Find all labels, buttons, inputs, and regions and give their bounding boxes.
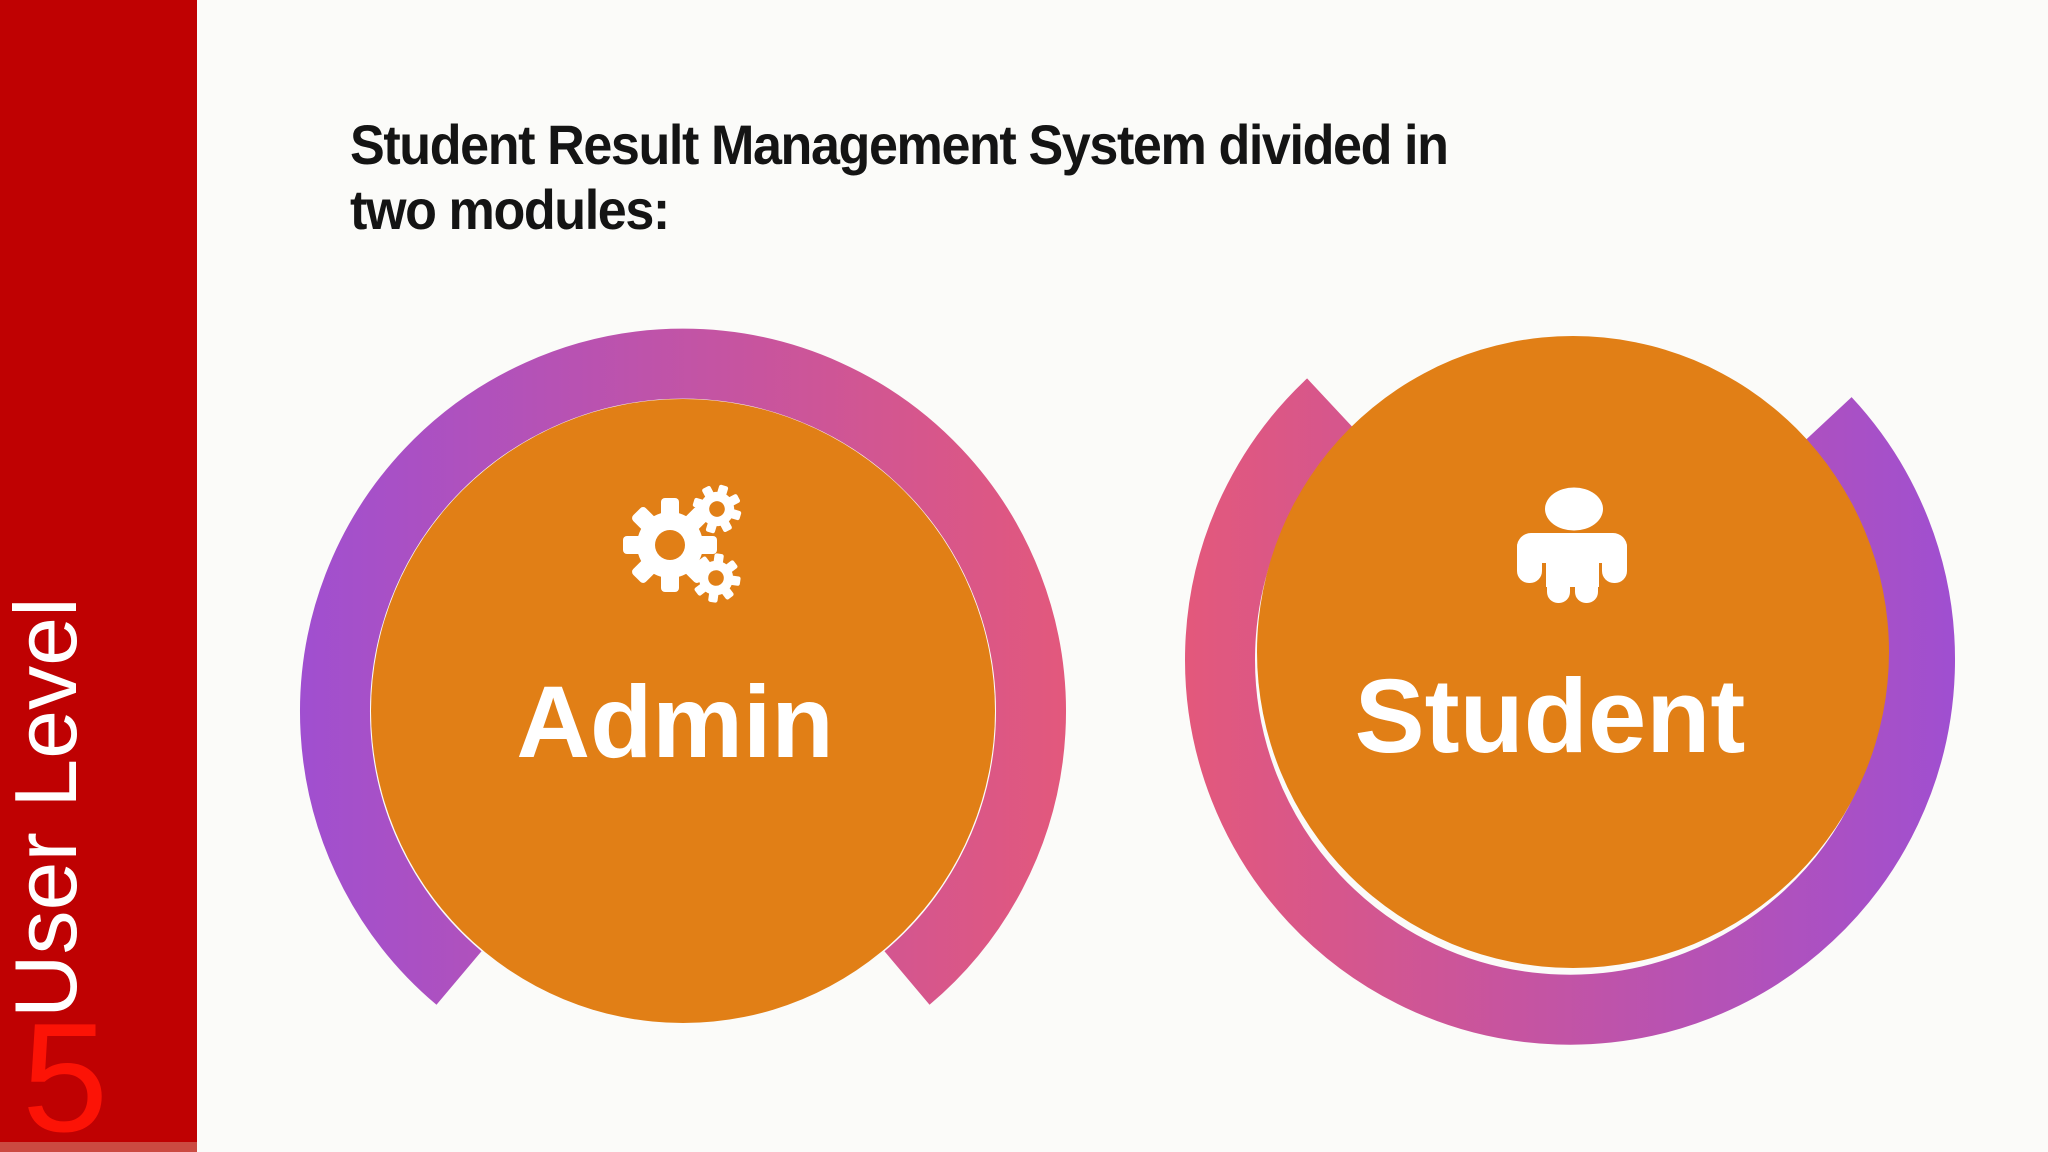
sidebar-accent-bar-footer [0, 1142, 197, 1152]
admin-label: Admin [516, 665, 833, 779]
student-ring-arc [1185, 378, 1956, 1045]
slide-number: 5 [22, 991, 109, 1152]
slide-title-line-1: Student Result Management System divided… [350, 113, 1449, 176]
module-admin: Admin [300, 328, 1066, 1023]
sidebar-accent-bar [0, 0, 197, 1142]
slide-title: Student Result Management System divided… [350, 112, 1449, 242]
student-label: Student [1355, 658, 1746, 775]
person-icon [1517, 487, 1627, 603]
admin-ring-arc [300, 328, 1066, 1005]
admin-circle [371, 399, 995, 1023]
slide-title-line-2: two modules: [350, 178, 670, 241]
student-circle [1257, 336, 1889, 968]
module-student: Student [1185, 336, 1956, 1045]
